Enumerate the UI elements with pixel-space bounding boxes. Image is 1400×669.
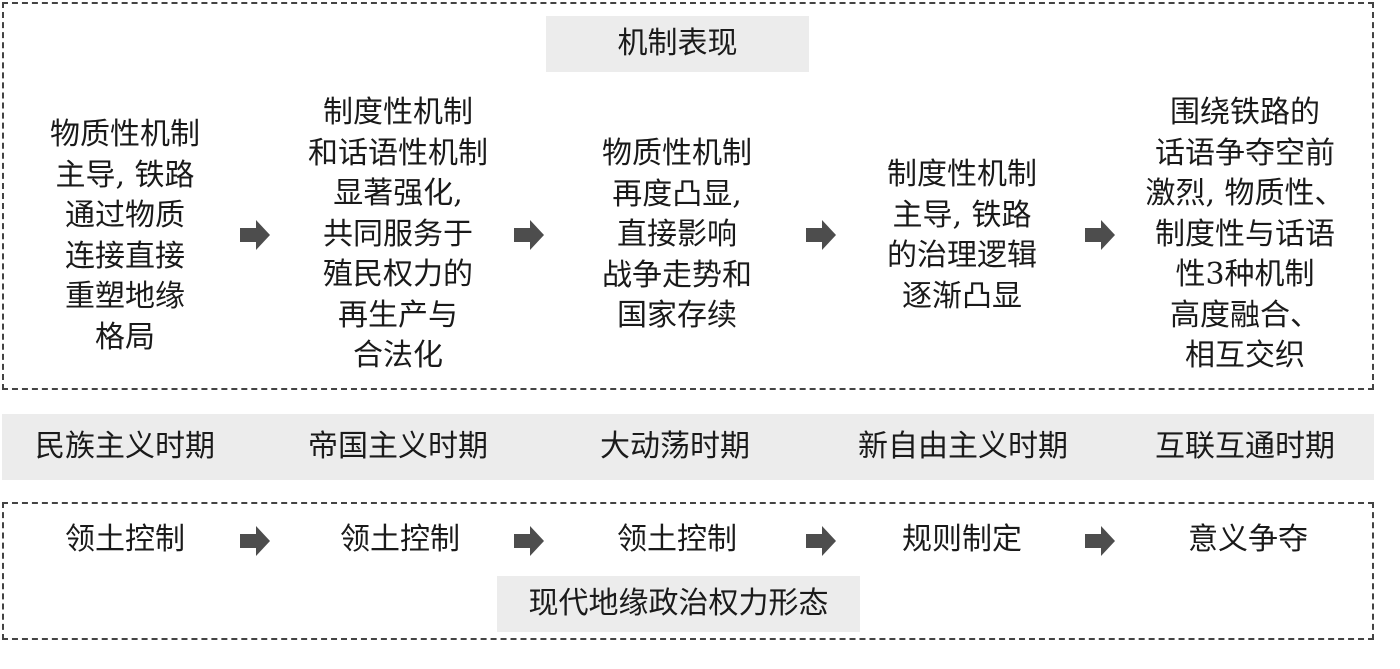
power-form-title: 现代地缘政治权力形态	[497, 576, 860, 632]
period-band	[2, 414, 1374, 480]
arrow-right-icon	[1085, 220, 1115, 250]
power-form-3: 领土控制	[617, 522, 737, 557]
mechanism-text-3: 物质性机制 再度凸显, 直接影响 战争走势和 国家存续	[602, 136, 752, 333]
arrow-right-icon	[240, 526, 270, 556]
arrow-right-icon	[1085, 526, 1115, 556]
mechanism-text-4: 制度性机制 主导, 铁路 的治理逻辑 逐渐凸显	[887, 157, 1037, 314]
arrow-right-icon	[514, 526, 544, 556]
power-form-panel	[2, 502, 1374, 640]
arrow-right-icon	[240, 220, 270, 250]
arrow-right-icon	[806, 220, 836, 250]
period-label-5: 互联互通时期	[1155, 429, 1335, 464]
mechanism-title: 机制表现	[546, 16, 809, 72]
arrow-right-icon	[514, 220, 544, 250]
mechanism-text-5: 围绕铁路的 话语争夺空前 激烈, 物质性、 制度性与话语 性3种机制 高度融合、…	[1145, 95, 1345, 373]
arrow-right-icon	[806, 526, 836, 556]
period-label-1: 民族主义时期	[35, 429, 215, 464]
mechanism-text-1: 物质性机制 主导, 铁路 通过物质 连接直接 重塑地缘 格局	[50, 117, 200, 355]
mechanism-panel	[2, 2, 1374, 390]
power-form-4: 规则制定	[902, 522, 1022, 557]
power-form-5: 意义争夺	[1188, 522, 1308, 557]
period-label-3: 大动荡时期	[600, 429, 750, 464]
power-form-2: 领土控制	[340, 522, 460, 557]
mechanism-text-2: 制度性机制 和话语性机制 显著强化, 共同服务于 殖民权力的 再生产与 合法化	[308, 95, 488, 373]
power-form-1: 领土控制	[65, 522, 185, 557]
period-label-2: 帝国主义时期	[308, 429, 488, 464]
timeline-arrow	[0, 396, 1390, 398]
period-label-4: 新自由主义时期	[858, 429, 1068, 464]
